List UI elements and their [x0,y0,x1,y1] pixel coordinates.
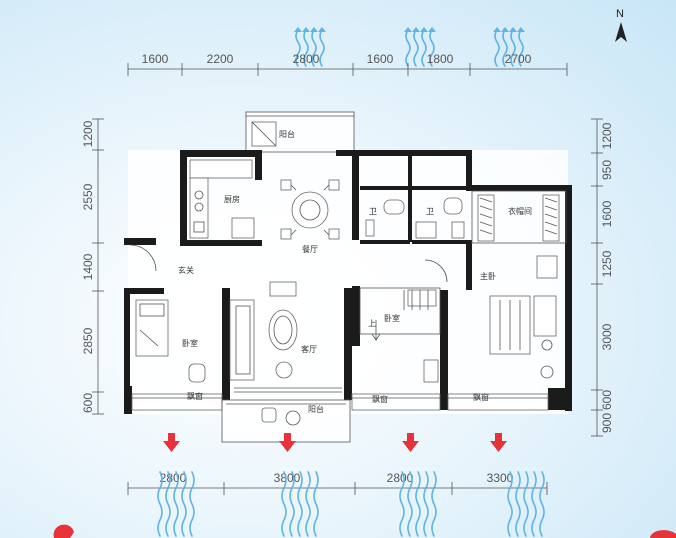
dim-top-4: 1600 [367,52,394,66]
wind-flow-bottom-3 [399,471,437,537]
label-bath-2: 卫 [426,207,434,216]
label-living: 客厅 [301,344,317,354]
north-compass: N [615,8,627,42]
dim-left-5: 600 [81,393,95,413]
bottom-dimension-line: 2800 3800 2800 3300 [127,471,548,495]
label-closet: 衣帽间 [508,206,532,216]
wind-flow-top-1 [294,27,326,67]
sunlight-arrows [163,433,507,452]
corner-ornament-left [53,524,74,538]
sun-arrow-1 [163,433,180,452]
sun-arrow-4 [490,433,507,452]
dim-right-4: 1250 [600,250,614,277]
label-bath-1: 卫 [369,207,377,216]
corner-ornament-right [650,530,676,538]
label-balcony-north: 阳台 [279,129,295,139]
label-dining: 餐厅 [302,245,318,254]
dim-top-2: 2200 [207,52,234,66]
wind-flow-bottom-4 [507,471,545,537]
dim-top-1: 1600 [142,52,169,66]
dim-left-1: 1200 [81,120,95,147]
dim-left-3: 1400 [81,253,95,280]
dim-top-3: 2800 [293,52,320,66]
dim-bottom-3: 2800 [387,471,414,485]
wind-flow-top-3 [493,27,525,67]
label-kitchen: 厨房 [224,194,240,204]
dim-top-5: 1800 [427,52,454,66]
dim-bottom-4: 3300 [487,471,514,485]
dim-bottom-2: 3800 [274,471,301,485]
label-balcony-south: 阳台 [308,404,324,414]
wind-flow-bottom-2 [281,471,319,537]
dim-right-5: 3000 [600,323,614,350]
dim-bottom-1: 2800 [160,471,187,485]
left-dimension-line: 1200 2550 1400 2850 600 [81,118,104,415]
label-stair-up: 上 [368,319,376,328]
sun-arrow-3 [402,433,419,452]
label-bay-middle: 飘窗 [372,394,388,404]
label-bedroom-west: 卧室 [182,338,198,348]
wind-flow-top-2 [404,27,436,67]
dim-right-7: 900 [600,413,614,433]
compass-label: N [616,8,624,20]
top-dimension-line: 1600 2200 2800 1600 1800 2700 [127,52,568,76]
dim-right-3: 1600 [600,200,614,227]
label-entrance: 玄关 [178,265,194,275]
dim-left-2: 2550 [81,183,95,210]
dim-right-2: 950 [600,160,614,180]
label-master-bedroom: 主卧 [480,271,496,281]
dim-right-6: 600 [600,390,614,410]
wind-flow-bottom-1 [157,471,195,537]
label-bay-master: 飘窗 [473,392,489,402]
dim-right-1: 1200 [600,122,614,149]
dim-top-6: 2700 [505,52,532,66]
sun-arrow-2 [279,433,296,452]
dim-left-4: 2850 [81,327,95,354]
label-bedroom-middle: 卧室 [384,313,400,323]
right-dimension-line: 1200 950 1600 1250 3000 600 900 [591,118,614,437]
floor-plan: 阳台 厨房 餐厅 卫 卫 衣帽间 玄关 主卧 卧室 客厅 卧室 上 飘窗 阳台 … [124,111,572,443]
label-bay-west: 飘窗 [187,391,203,401]
